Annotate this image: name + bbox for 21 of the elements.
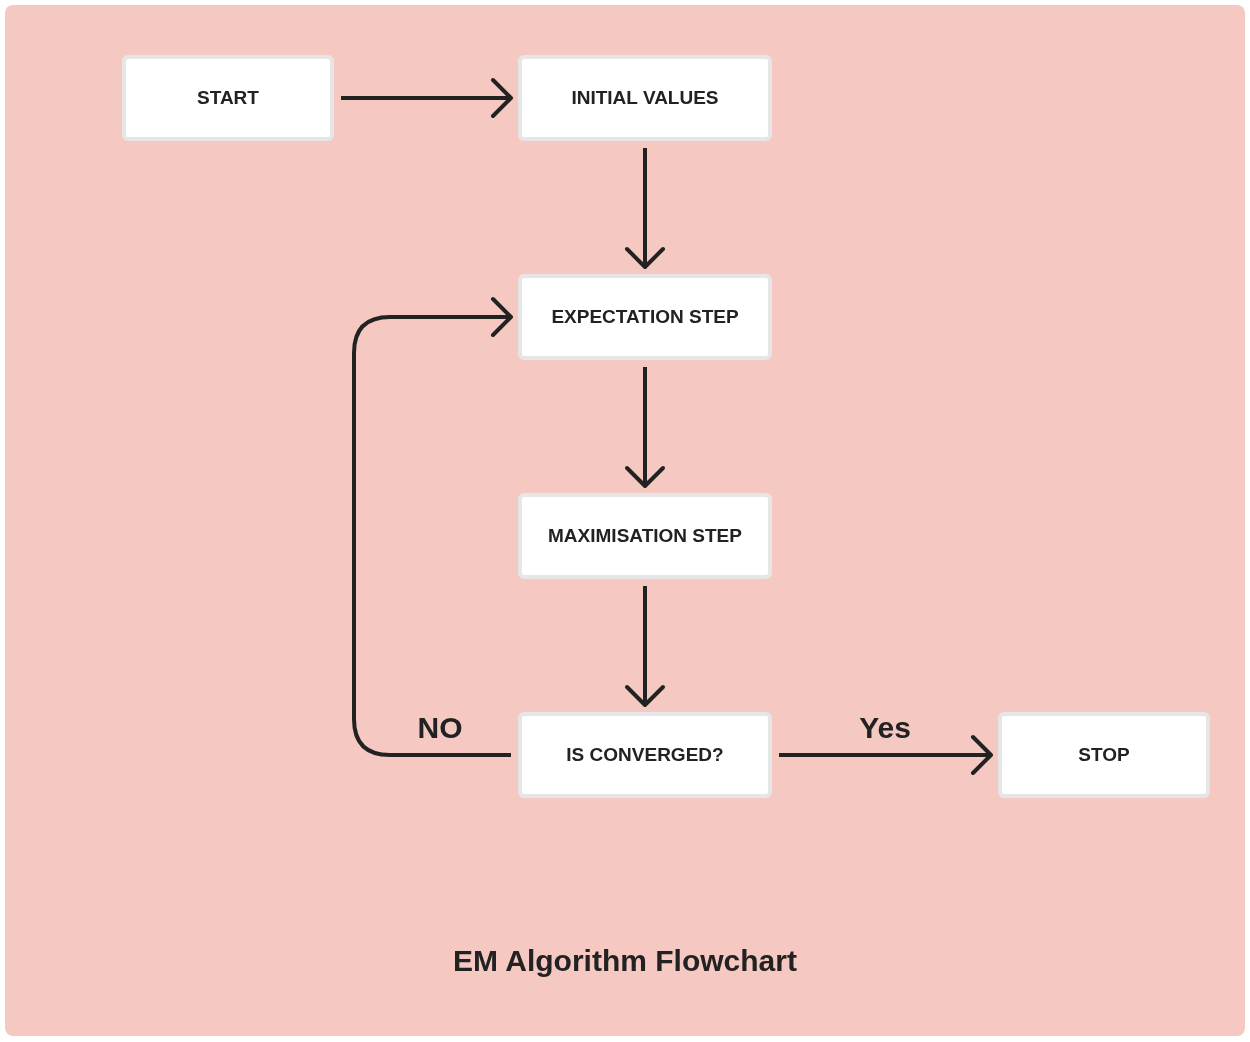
arrow: [625, 148, 665, 269]
edge-label: Yes: [859, 709, 911, 746]
process-box: [518, 274, 772, 360]
edge-label: NO: [417, 709, 463, 746]
caption: EM Algorithm Flowchart: [452, 943, 798, 979]
arrow: [779, 735, 993, 775]
box-label: MAXIMISATION STEP: [548, 523, 742, 548]
arrow: [341, 78, 513, 118]
box-label: START: [197, 85, 259, 110]
arrow: [352, 297, 513, 757]
process-box: [518, 493, 772, 579]
box-label: IS CONVERGED?: [566, 742, 724, 767]
process-box: [998, 712, 1210, 798]
process-box: [518, 712, 772, 798]
process-box: [518, 55, 772, 141]
arrow: [625, 586, 665, 707]
box-label: EXPECTATION STEP: [551, 304, 739, 329]
process-box: [122, 55, 334, 141]
box-label: INITIAL VALUES: [571, 85, 719, 110]
box-label: STOP: [1078, 742, 1130, 767]
arrow: [625, 367, 665, 488]
